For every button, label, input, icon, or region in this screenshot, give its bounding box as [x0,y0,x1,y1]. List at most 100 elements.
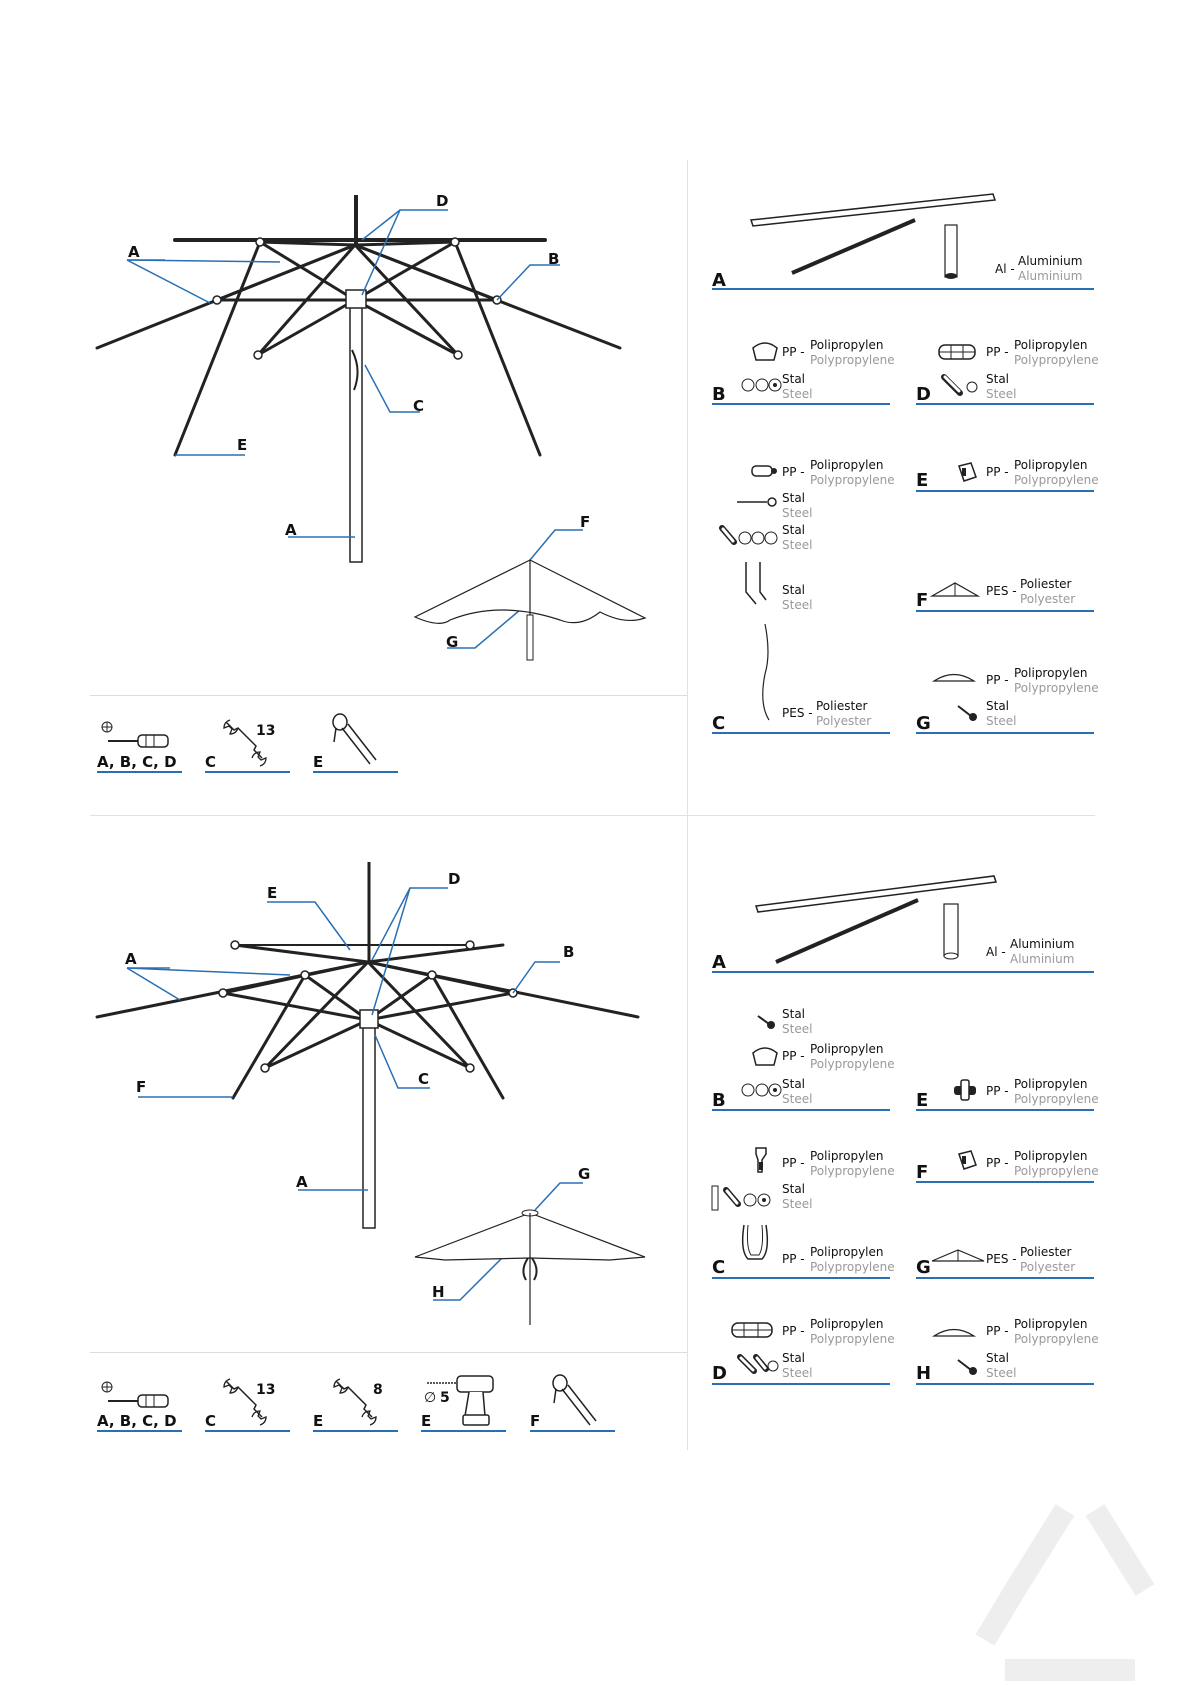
divider [90,695,687,696]
part-letter: C [712,713,726,734]
material-en: Polyester [816,714,872,728]
material-en: Polypropylene [810,1260,895,1274]
callout-a-pole: A [285,521,297,539]
part-letter: G [916,713,931,734]
material-en: Steel [986,1366,1017,1380]
material-en: Polyester [1020,592,1076,606]
material-en: Polypropylene [1014,1164,1099,1178]
callout-d: D [448,870,461,888]
part-letter: G [916,1257,931,1278]
part-underline [712,288,1094,290]
tool-underline [421,1430,506,1432]
part-underline [712,971,1094,973]
tool-underline [205,771,290,773]
part-underline [916,1277,1094,1279]
wrench-size: 8 [373,1382,383,1398]
callout-e: E [237,436,248,454]
material-en: Polypropylene [1014,1332,1099,1346]
callout-a-pole: A [296,1173,308,1191]
part-e-clip-icon [958,462,977,482]
material-en: Steel [986,387,1017,401]
material-en: Polypropylene [1014,1092,1099,1106]
callout-f: F [580,513,591,531]
material-code: PP - [782,1252,805,1266]
part-c-screws-icon [719,525,778,545]
part-g-cap-icon [931,673,977,682]
part-letter: D [916,384,931,405]
part-letter: A [712,952,726,973]
umbrella-frame-diagram-2 [95,862,646,1325]
tool-underline [530,1430,615,1432]
material-pl: Polipropylen [810,338,884,352]
material-pl: Stal [782,1077,806,1091]
material-en: Polypropylene [810,1332,895,1346]
material-pl: Stal [986,1351,1010,1365]
pliers-icon [552,1374,597,1426]
tool-label: E [421,1412,432,1430]
material-pl: Polipropylen [1014,1077,1088,1091]
callout-d: D [436,192,449,210]
part-underline [916,403,1094,405]
tool-underline [313,1430,398,1432]
material-en: Polypropylene [810,473,895,487]
part-underline [916,732,1094,734]
part-d-bolts-icon [737,1354,779,1374]
tool-label: A, B, C, D [97,1412,177,1430]
material-pl: Polipropylen [1014,338,1088,352]
part-c-cord-icon [762,623,770,721]
part-g-screw-icon [957,705,977,721]
material-code: PP - [986,345,1009,359]
material-pl: Aluminium [1010,937,1075,951]
callout-g: G [578,1165,591,1183]
material-pl: Stal [782,523,806,537]
part-letter: C [712,1257,726,1278]
material-code: PP - [986,673,1009,687]
material-en: Steel [782,538,813,552]
divider [90,1352,687,1353]
part-underline [916,610,1094,612]
part-c-screws-icon [711,1185,771,1211]
material-pl: Polipropylen [810,1149,884,1163]
part-f-clip-icon [958,1150,977,1170]
part-letter: F [916,1162,929,1183]
material-code: PES - [782,706,813,720]
part-underline [712,1277,890,1279]
material-pl: Aluminium [1018,254,1083,268]
part-g-canopy-icon [931,1249,985,1262]
screwdriver-icon [101,1381,169,1408]
material-en: Steel [986,714,1017,728]
screwdriver-icon [101,721,169,748]
drill-size-prefix: ∅ [424,1390,437,1406]
material-pl: Polipropylen [1014,666,1088,680]
tool-label: E [313,1412,324,1430]
callout-e: E [267,884,278,902]
part-d-bolts-icon [941,374,978,396]
part-b-screw-icon [757,1015,775,1029]
part-b-cap-icon [752,1047,778,1066]
material-code: PP - [782,1324,805,1338]
callout-a: A [125,950,137,968]
part-c-bracket-icon [745,562,767,605]
callout-c: C [418,1070,430,1088]
tool-underline [97,1430,182,1432]
part-letter: B [712,384,726,405]
material-pl: Polipropylen [1014,1317,1088,1331]
part-h-cap-icon [931,1328,977,1337]
drill-size: 5 [440,1390,450,1406]
part-b-cap-icon [752,342,778,361]
material-pl: Stal [782,491,806,505]
part-b-screws-icon [741,1083,782,1097]
tool-underline [97,771,182,773]
material-en: Steel [782,1197,813,1211]
material-pl: Stal [782,583,806,597]
tool-underline [313,771,398,773]
material-pl: Polipropylen [810,1317,884,1331]
recycle-watermark-icon [975,1504,1155,1681]
material-code: PP - [986,1324,1009,1338]
material-en: Steel [782,1022,813,1036]
part-underline [712,1383,890,1385]
material-en: Polypropylene [810,1164,895,1178]
material-pl: Stal [782,372,806,386]
callout-f: F [136,1078,147,1096]
material-code: PP - [782,1049,805,1063]
